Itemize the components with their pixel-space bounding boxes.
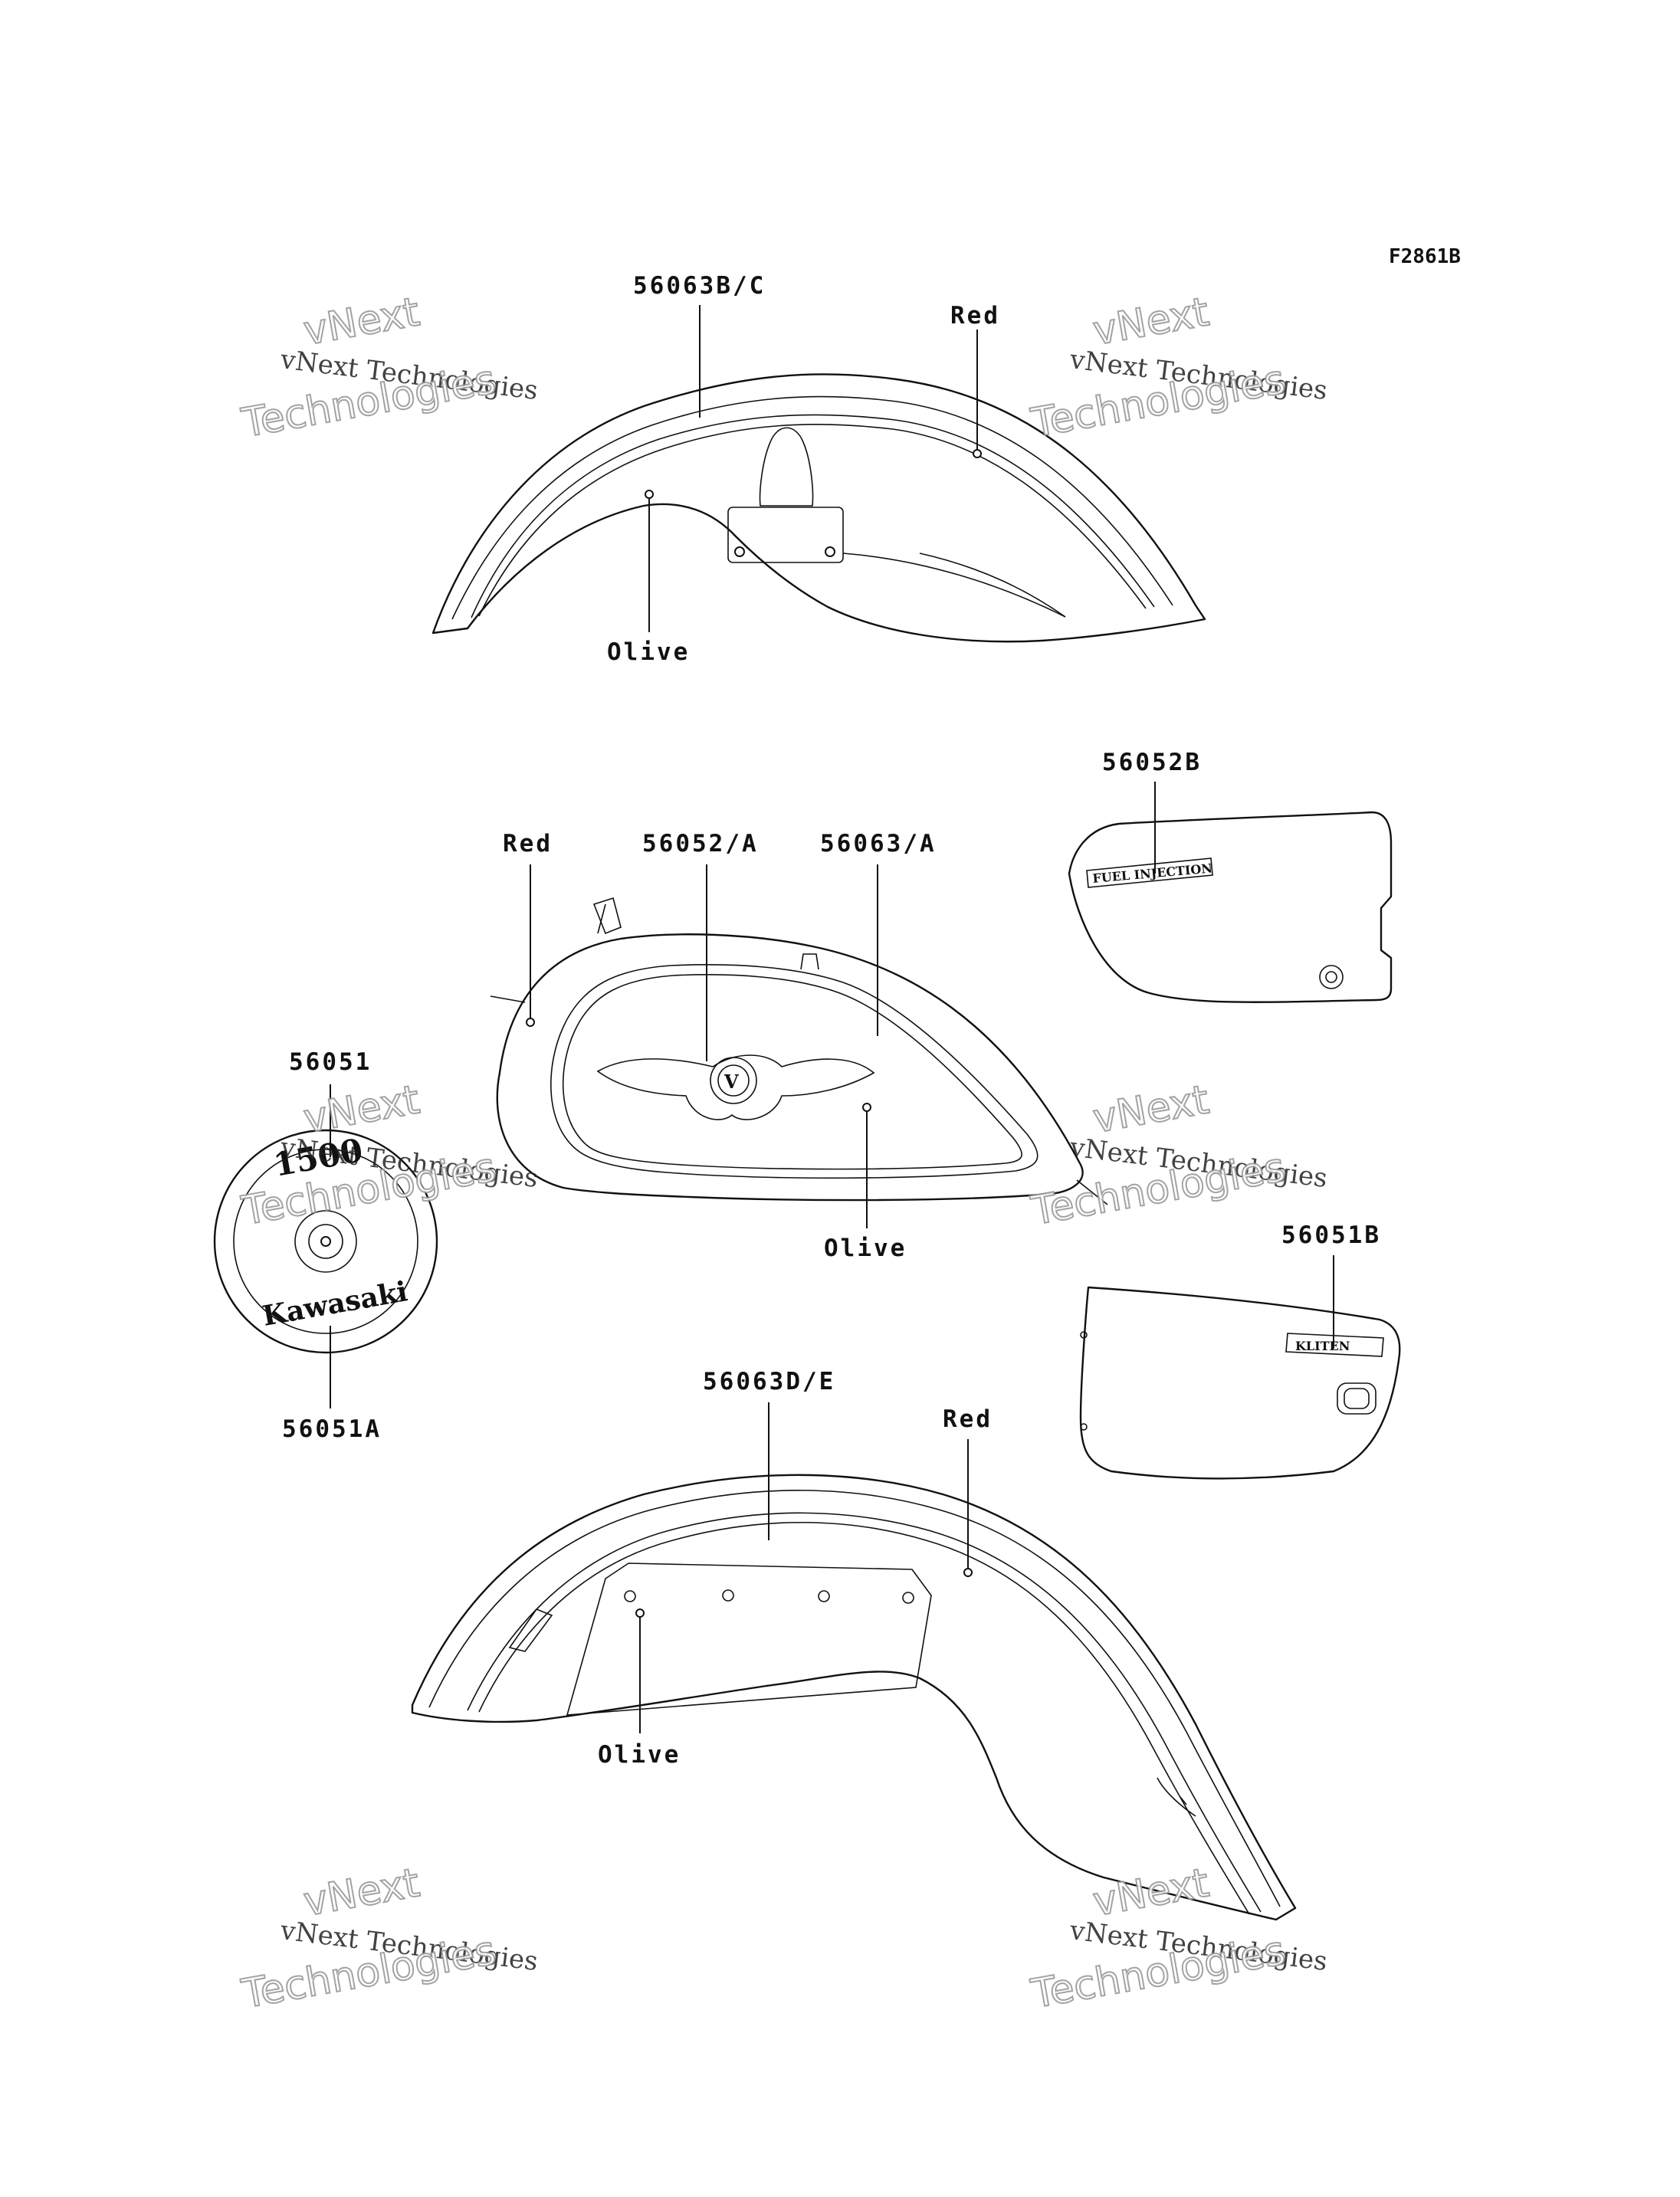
watermark-top-right: vNext vNext Technologies Technologies [1027, 288, 1329, 448]
svg-text:V: V [724, 1071, 739, 1093]
label-56052b: 56052B [1102, 749, 1202, 776]
label-56051: 56051 [289, 1048, 372, 1076]
svg-text:vNext: vNext [1090, 1077, 1212, 1142]
label-56051a: 56051A [282, 1415, 382, 1443]
label-olive-rear: Olive [598, 1741, 681, 1769]
label-56063d-e: 56063D/E [703, 1368, 835, 1395]
side-cover-right: FUEL INJECTION [1068, 811, 1393, 1003]
svg-text:vNext: vNext [1090, 1860, 1212, 1925]
front-fender [431, 373, 1206, 643]
svg-text:vNext: vNext [1090, 289, 1212, 354]
watermark-bottom-right: vNext vNext Technologies Technologies [1027, 1859, 1329, 2018]
watermark-middle-left: vNext vNext Technologies Technologies [238, 1076, 540, 1235]
kawasaki-decal: Kawasaki [260, 1275, 410, 1333]
label-red-front: Red [950, 302, 1000, 330]
watermark-middle-right: vNext vNext Technologies Technologies [1027, 1076, 1329, 1235]
label-red-tank: Red [503, 830, 553, 857]
label-olive-front: Olive [607, 638, 690, 666]
svg-text:vNext: vNext [300, 289, 423, 354]
label-56063b-c: 56063B/C [633, 272, 766, 300]
fuel-tank: V [490, 897, 1108, 1205]
svg-text:vNext: vNext [300, 1860, 423, 1925]
label-56063-a: 56063/A [820, 830, 937, 857]
side-badge-decal: KLITEN [1295, 1339, 1350, 1353]
label-56052-a: 56052/A [642, 830, 759, 857]
figure-code: F2861B [1389, 245, 1461, 268]
label-red-rear: Red [943, 1405, 993, 1433]
rear-fender [411, 1474, 1297, 1921]
label-olive-tank: Olive [824, 1235, 907, 1262]
watermark-top-left: vNext vNext Technologies Technologies [238, 288, 540, 448]
side-cover-left: KLITEN [1079, 1286, 1401, 1480]
svg-text:vNext: vNext [300, 1077, 423, 1142]
label-56051b: 56051B [1281, 1221, 1381, 1249]
watermark-bottom-left: vNext vNext Technologies Technologies [238, 1859, 540, 2018]
